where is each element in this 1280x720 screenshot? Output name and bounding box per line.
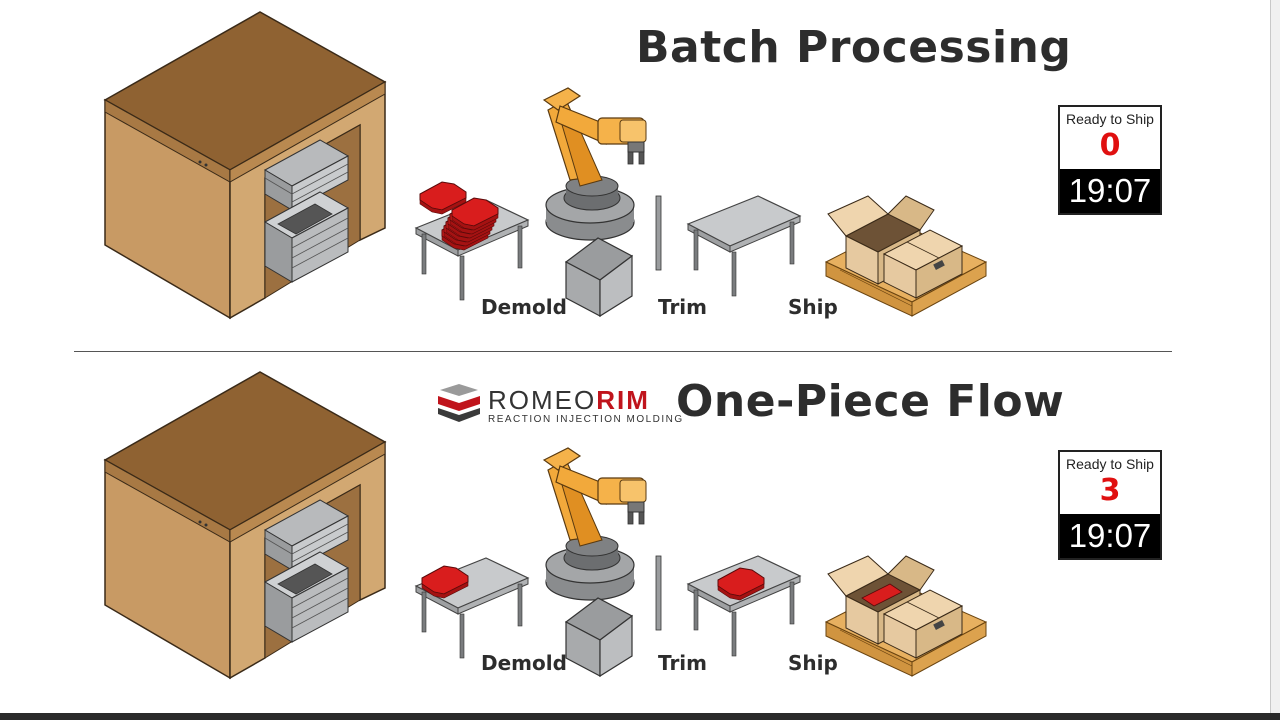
batch-trim-label: Trim [658, 295, 708, 319]
flow-ready-counter: Ready to Ship 3 19:07 [1058, 450, 1162, 560]
flow-robot [543, 447, 662, 677]
logo-tagline: REACTION INJECTION MOLDING [488, 414, 684, 425]
batch-counter-caption: Ready to Ship [1066, 111, 1154, 127]
logo-wordmark: ROMEORIM REACTION INJECTION MOLDING [488, 386, 684, 425]
right-scrollbar[interactable] [1270, 0, 1280, 720]
flow-part-in-box [861, 583, 903, 607]
batch-title: Batch Processing [636, 22, 1072, 73]
batch-counter-count: 0 [1099, 128, 1121, 163]
flow-pallet [825, 555, 987, 677]
batch-press [104, 11, 386, 319]
logo-name-part2: RIM [596, 385, 650, 415]
logo-name: ROMEORIM [488, 386, 684, 414]
batch-robot [543, 87, 662, 317]
batch-counter-time: 19:07 [1060, 169, 1160, 213]
batch-demold-label: Demold [481, 295, 567, 319]
section-divider [74, 351, 1172, 352]
flow-title: One-Piece Flow [676, 376, 1065, 427]
flow-ship-label: Ship [788, 651, 838, 675]
batch-trim-table [687, 195, 801, 297]
flow-demold-label: Demold [481, 651, 567, 675]
logo-name-part1: ROMEO [488, 385, 597, 415]
flow-press [104, 371, 386, 679]
romeorim-logo-icon [438, 384, 480, 422]
flow-trim-label: Trim [658, 651, 708, 675]
batch-ship-label: Ship [788, 295, 838, 319]
batch-pallet [825, 195, 987, 317]
bottom-taskbar-edge [0, 713, 1280, 720]
flow-counter-caption: Ready to Ship [1066, 456, 1154, 472]
batch-ready-counter: Ready to Ship 0 19:07 [1058, 105, 1162, 215]
flow-counter-time: 19:07 [1060, 514, 1160, 558]
flow-counter-count: 3 [1099, 473, 1121, 508]
